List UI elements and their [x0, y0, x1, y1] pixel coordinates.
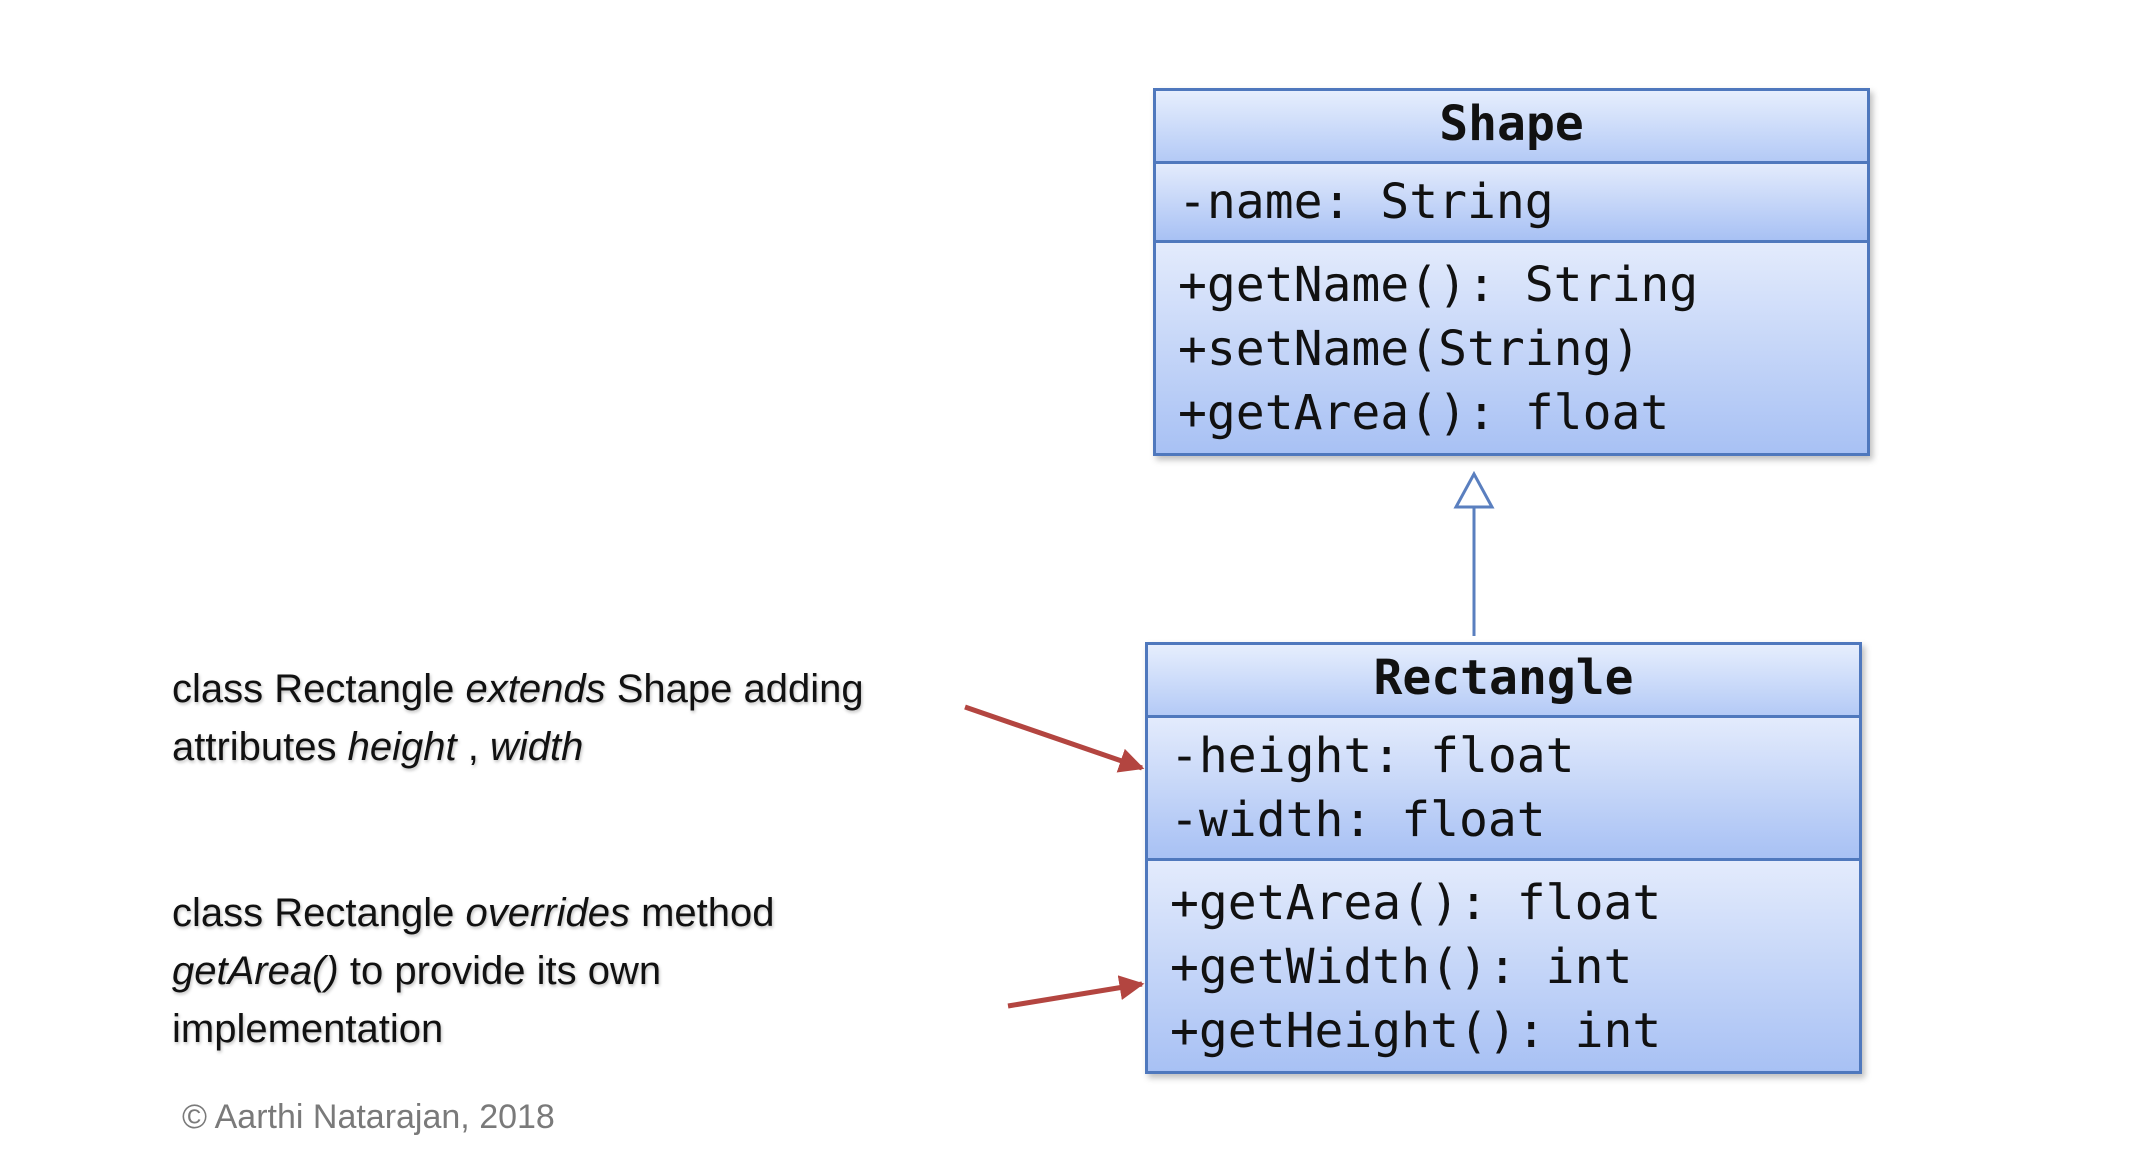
rectangle-method: +getArea(): float: [1170, 875, 1662, 931]
extends-note-arrow: [964, 704, 1145, 773]
copyright-text: © Aarthi Natarajan, 2018: [182, 1098, 555, 1136]
shape-method: +setName(String): [1178, 321, 1641, 377]
overrides-note-line-3: implementation: [172, 1007, 444, 1051]
extends-note-line-1: class Rectangle extends Shape adding: [172, 660, 864, 718]
rectangle-class-box: Rectangle -height: float -width: float +…: [1145, 642, 1862, 1074]
note-keyword: overrides: [465, 891, 630, 935]
note-text: ,: [456, 725, 490, 769]
rectangle-attribute: -width: float: [1170, 792, 1546, 848]
rectangle-attributes: -height: float -width: float: [1148, 715, 1859, 858]
inheritance-arrowhead: [1453, 470, 1495, 509]
shape-class-box: Shape -name: String +getName(): String +…: [1153, 88, 1870, 456]
note-keyword: width: [489, 725, 584, 769]
shape-attributes: -name: String: [1156, 161, 1867, 240]
note-keyword: getArea(): [172, 949, 339, 993]
shape-method: +getArea(): float: [1178, 385, 1670, 441]
extends-note: class Rectangle extends Shape adding att…: [172, 660, 864, 776]
note-text: method: [630, 891, 775, 935]
overrides-note-line-2: getArea() to provide its own: [172, 942, 775, 1000]
note-text: class Rectangle: [172, 667, 466, 711]
note-text: class Rectangle: [172, 891, 466, 935]
overrides-note: class Rectangle overrides method getArea…: [172, 884, 775, 1058]
note-text: Shape adding: [605, 667, 864, 711]
extends-note-line-2: attributes height , width: [172, 718, 864, 776]
overrides-note-arrow: [1007, 975, 1145, 1009]
rectangle-class-name: Rectangle: [1148, 645, 1859, 715]
rectangle-methods: +getArea(): float +getWidth(): int +getH…: [1148, 858, 1859, 1071]
shape-methods: +getName(): String +setName(String) +get…: [1156, 240, 1867, 453]
shape-method: +getName(): String: [1178, 257, 1699, 313]
note-text: to provide its own: [338, 949, 662, 993]
note-text: attributes: [172, 725, 348, 769]
rectangle-attribute: -height: float: [1170, 728, 1575, 784]
note-keyword: height: [347, 725, 457, 769]
shape-class-name: Shape: [1156, 91, 1867, 161]
shape-attribute: -name: String: [1178, 174, 1554, 230]
overrides-note-line-1: class Rectangle overrides method: [172, 884, 775, 942]
note-keyword: extends: [465, 667, 606, 711]
rectangle-method: +getWidth(): int: [1170, 939, 1633, 995]
rectangle-method: +getHeight(): int: [1170, 1003, 1662, 1059]
